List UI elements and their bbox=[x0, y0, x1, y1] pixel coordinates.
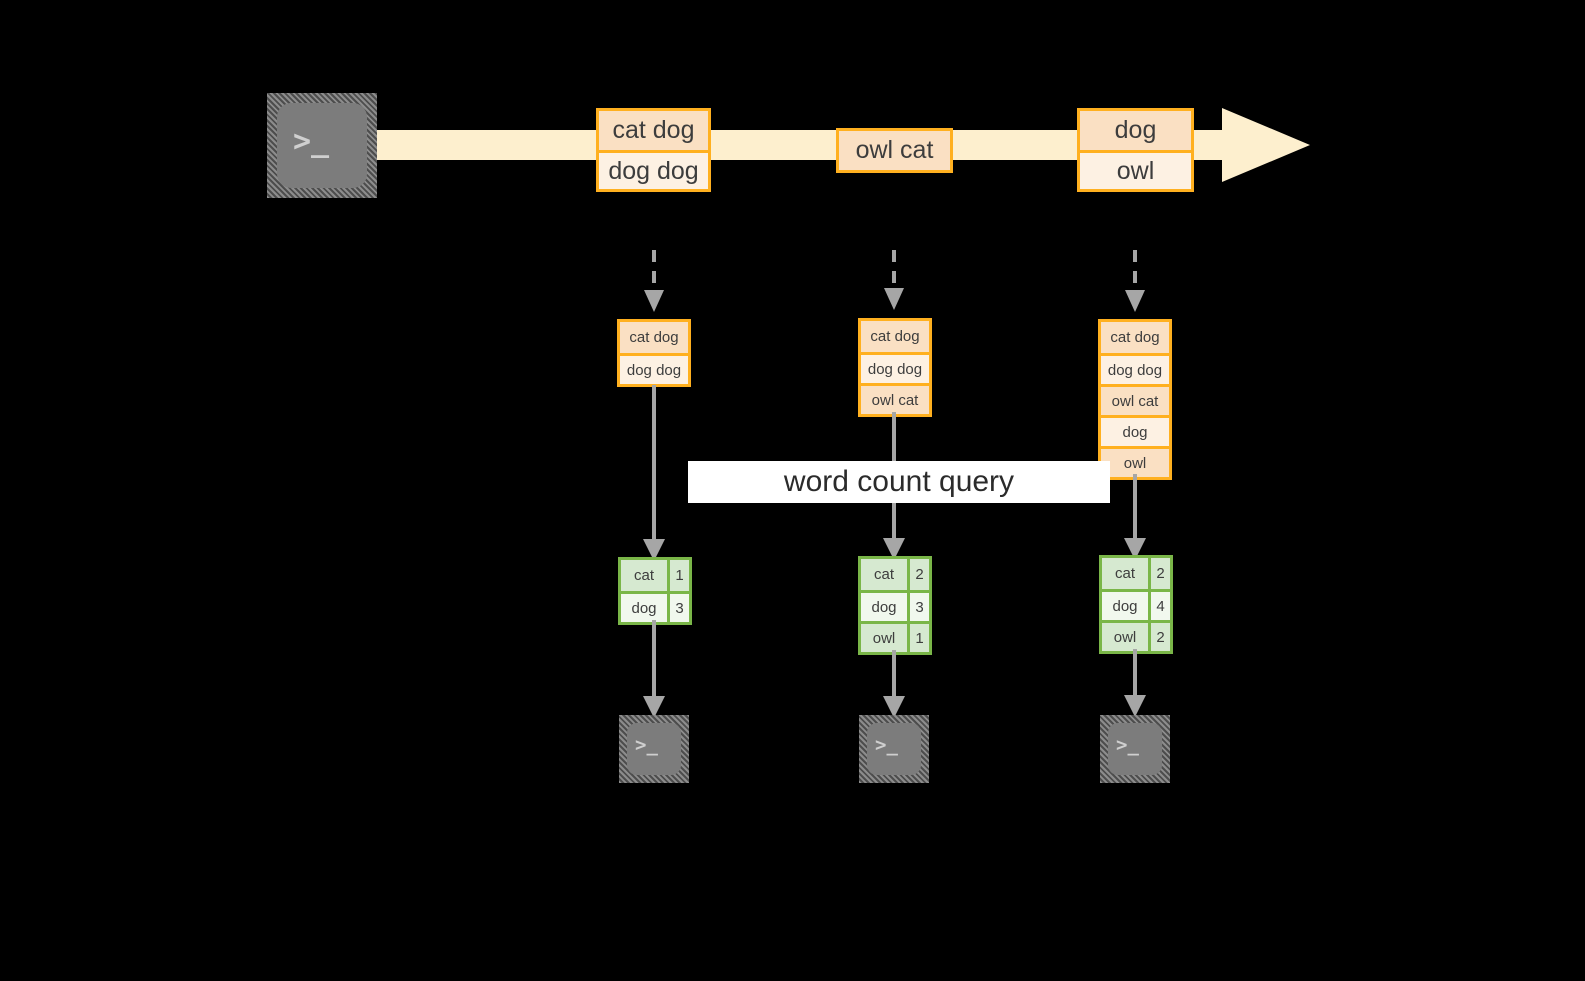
stream-record-2: owl cat bbox=[836, 128, 953, 173]
stream-record-1: cat dog dog dog bbox=[596, 108, 711, 192]
query-label: word count query bbox=[688, 461, 1110, 503]
prompt-glyph: >_ bbox=[293, 124, 330, 159]
snapshot-line: owl bbox=[1101, 446, 1169, 477]
source-terminal-icon: >_ bbox=[267, 93, 377, 198]
table-row: cat 1 bbox=[621, 560, 689, 591]
snapshot-line: owl cat bbox=[1101, 384, 1169, 415]
word-cell: dog bbox=[861, 593, 907, 621]
snapshot-connector-1 bbox=[644, 250, 664, 312]
snapshot-line: dog dog bbox=[1101, 353, 1169, 384]
terminal-screen: >_ bbox=[1108, 723, 1162, 775]
prompt-glyph: >_ bbox=[875, 734, 898, 756]
record-line: dog bbox=[1080, 111, 1191, 150]
snapshot-line: cat dog bbox=[861, 321, 929, 352]
sink-connector-3 bbox=[1124, 649, 1146, 717]
table-row: dog 3 bbox=[621, 591, 689, 622]
result-table-1: cat 1 dog 3 bbox=[618, 557, 692, 625]
sink-terminal-icon-1: >_ bbox=[619, 715, 689, 783]
count-cell: 3 bbox=[907, 593, 929, 621]
table-row: dog 3 bbox=[861, 590, 929, 621]
snapshot-stack-3: cat dog dog dog owl cat dog owl bbox=[1098, 319, 1172, 480]
word-cell: cat bbox=[621, 560, 667, 591]
prompt-glyph: >_ bbox=[1116, 734, 1139, 756]
query-connector-3 bbox=[1124, 474, 1146, 560]
table-row: owl 2 bbox=[1102, 620, 1170, 651]
snapshot-line: dog dog bbox=[620, 353, 688, 384]
result-table-3: cat 2 dog 4 owl 2 bbox=[1099, 555, 1173, 654]
count-cell: 2 bbox=[1148, 623, 1170, 651]
snapshot-connector-2 bbox=[884, 250, 904, 310]
snapshot-line: cat dog bbox=[1101, 322, 1169, 353]
count-cell: 3 bbox=[667, 594, 689, 622]
terminal-screen: >_ bbox=[277, 103, 367, 188]
count-cell: 1 bbox=[667, 560, 689, 591]
sink-terminal-icon-3: >_ bbox=[1100, 715, 1170, 783]
terminal-screen: >_ bbox=[867, 723, 921, 775]
record-line: owl cat bbox=[839, 131, 950, 170]
table-row: dog 4 bbox=[1102, 589, 1170, 620]
snapshot-stack-1: cat dog dog dog bbox=[617, 319, 691, 387]
terminal-screen: >_ bbox=[627, 723, 681, 775]
snapshot-line: dog dog bbox=[861, 352, 929, 383]
word-cell: owl bbox=[1102, 623, 1148, 651]
snapshot-connector-3 bbox=[1125, 250, 1145, 312]
word-cell: cat bbox=[861, 559, 907, 590]
sink-terminal-icon-2: >_ bbox=[859, 715, 929, 783]
sink-connector-2 bbox=[883, 650, 905, 718]
word-cell: dog bbox=[1102, 592, 1148, 620]
stream-record-3: dog owl bbox=[1077, 108, 1194, 192]
snapshot-line: dog bbox=[1101, 415, 1169, 446]
table-row: owl 1 bbox=[861, 621, 929, 652]
count-cell: 2 bbox=[1148, 558, 1170, 589]
result-table-2: cat 2 dog 3 owl 1 bbox=[858, 556, 932, 655]
snapshot-stack-2: cat dog dog dog owl cat bbox=[858, 318, 932, 417]
table-row: cat 2 bbox=[861, 559, 929, 590]
record-line: owl bbox=[1080, 150, 1191, 189]
word-cell: dog bbox=[621, 594, 667, 622]
word-cell: owl bbox=[861, 624, 907, 652]
table-row: cat 2 bbox=[1102, 558, 1170, 589]
prompt-glyph: >_ bbox=[635, 734, 658, 756]
count-cell: 1 bbox=[907, 624, 929, 652]
snapshot-line: owl cat bbox=[861, 383, 929, 414]
count-cell: 2 bbox=[907, 559, 929, 590]
snapshot-line: cat dog bbox=[620, 322, 688, 353]
record-line: dog dog bbox=[599, 150, 708, 189]
record-line: cat dog bbox=[599, 111, 708, 150]
sink-connector-1 bbox=[643, 620, 665, 718]
word-cell: cat bbox=[1102, 558, 1148, 589]
query-connector-1 bbox=[643, 385, 665, 561]
count-cell: 4 bbox=[1148, 592, 1170, 620]
